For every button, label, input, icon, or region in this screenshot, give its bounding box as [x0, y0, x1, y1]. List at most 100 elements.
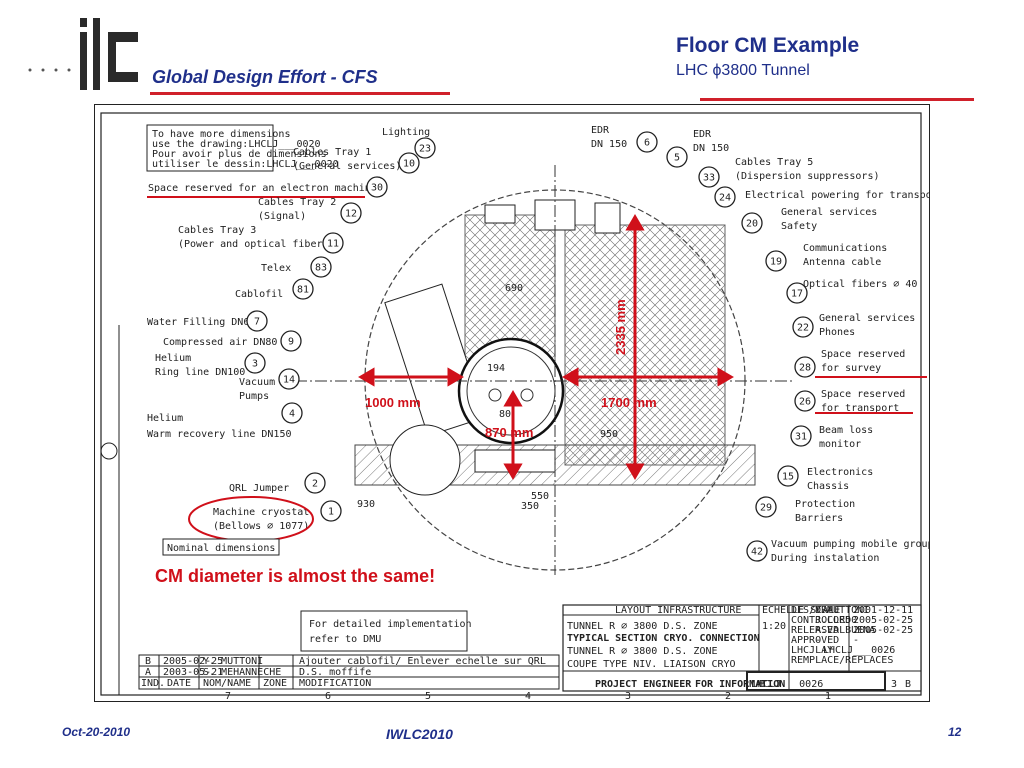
- label-optical-fibers: Optical fibers ∅ 40: [803, 279, 917, 290]
- machine-cryostat: [457, 337, 565, 445]
- reserved-space-right: [564, 224, 726, 466]
- balloon-6: [636, 131, 658, 153]
- balloon-label-11: 11: [327, 239, 339, 250]
- note-line-1: To have more dimensions: [152, 129, 290, 140]
- nominal-box: [162, 538, 280, 556]
- balloon-label-28: 28: [799, 363, 811, 374]
- dim-350: 350: [521, 501, 539, 512]
- highlight-cryostat: [188, 496, 314, 542]
- title-released: PROJECT ENGINEER: [595, 679, 692, 690]
- label-lighting: Lighting: [382, 127, 430, 138]
- title-for-info: FOR INFORMATION: [695, 679, 785, 690]
- balloon-26: [794, 390, 816, 412]
- label-for-survey: for survey: [821, 363, 881, 374]
- label-telex: Telex: [261, 263, 291, 274]
- tb-row-2-name: R.VALBUENA: [815, 625, 875, 636]
- balloon-label-10: 10: [403, 159, 415, 170]
- rev-a-date: 2003-05-21: [163, 667, 223, 678]
- label-protection: Protection: [795, 499, 855, 510]
- label-water-filling: Water Filling DN65: [147, 317, 255, 328]
- note-line-2: use the drawing:LHCLJ___0020: [152, 139, 321, 150]
- balloon-label-81: 81: [297, 285, 309, 296]
- label-signal: (Signal): [258, 211, 306, 222]
- label-cables-tray3: Cables Tray 3: [178, 225, 256, 236]
- label-space-survey: Space reserved: [821, 349, 905, 360]
- title-drawing-no: LHCLJ___0026: [751, 679, 823, 690]
- tb-row-3-date: -: [853, 635, 859, 646]
- label-electrical: Electrical powering for transport: [745, 190, 929, 201]
- tb-row-2-label: RELEASED: [791, 625, 839, 636]
- tb-row-3-name: -: [815, 635, 821, 646]
- label-warm-recovery: Warm recovery line DN150: [147, 429, 292, 440]
- balloon-label-1: 1: [328, 507, 334, 518]
- label-barriers: Barriers: [795, 513, 843, 524]
- label-cables-tray1: Cables Tray 1: [293, 147, 371, 158]
- balloon-label-42: 42: [751, 547, 763, 558]
- footer-page-number: 12: [948, 725, 962, 739]
- balloon-81: [292, 278, 314, 300]
- rev-a-mod: D.S. moffife: [299, 667, 371, 678]
- balloon-label-29: 29: [760, 503, 772, 514]
- label-power-optical: (Power and optical fibers): [178, 239, 335, 250]
- cm-diameter-note: CM diameter is almost the same!: [155, 566, 436, 587]
- balloon-83: [310, 256, 332, 278]
- tb-row-2-date: 2005-02-25: [853, 625, 913, 636]
- balloon-31: [790, 425, 812, 447]
- balloon-label-20: 20: [746, 219, 758, 230]
- label-safety: Safety: [781, 221, 817, 232]
- tb-row-0-label: DES/DRA.: [791, 605, 839, 616]
- balloon-42: [746, 540, 768, 562]
- rev-b-mod: Ajouter cablofil/ Enlever echelle sur QR…: [299, 656, 546, 667]
- subtitle: Global Design Effort - CFS: [152, 67, 378, 87]
- balloon-label-6: 6: [644, 138, 650, 149]
- title-line-2: TYPICAL SECTION CRYO. CONNECTION: [567, 633, 760, 644]
- label-general-services: (General services): [293, 161, 401, 172]
- label-phones: Phones: [819, 327, 855, 338]
- label-compressed-air: Compressed air DN80: [163, 337, 277, 348]
- footer-date: Oct-20-2010: [62, 725, 131, 739]
- title-line-1: TUNNEL R ∅ 3800 D.S. ZONE: [567, 621, 718, 632]
- note-box: [146, 124, 274, 172]
- balloon-label-4: 4: [289, 409, 295, 420]
- balloon-23: [414, 137, 436, 159]
- balloon-label-3: 3: [252, 359, 258, 370]
- label-helium: Helium: [155, 353, 191, 364]
- balloon-17: [786, 282, 808, 304]
- arrowhead-2335-bottom: [625, 463, 645, 480]
- rev-b-name: Y. MUTTONI: [203, 656, 263, 667]
- arrowhead-870-top: [503, 390, 523, 407]
- balloon-12: [340, 202, 362, 224]
- note-line-4: utiliser le dessin:LHCLJ___0020: [152, 159, 339, 170]
- balloon-label-30: 30: [371, 183, 383, 194]
- arrowhead-2335-top: [625, 214, 645, 231]
- dim-950: 950: [600, 429, 618, 440]
- balloon-14: [278, 368, 300, 390]
- balloon-11: [322, 232, 344, 254]
- label-dn150a: DN 150: [591, 139, 627, 150]
- label-antenna: Antenna cable: [803, 257, 881, 268]
- label-communications: Communications: [803, 243, 887, 254]
- balloon-24: [714, 186, 736, 208]
- balloon-label-19: 19: [770, 257, 782, 268]
- title-line-4: COUPE TYPE NIV. LIAISON CRYO: [567, 659, 736, 670]
- header-rule-right: [700, 98, 974, 101]
- tb-row-1-label: CONTROLLED: [791, 615, 851, 626]
- balloon-4: [281, 402, 303, 424]
- balloon-label-31: 31: [795, 432, 807, 443]
- drawing-inner-border: [100, 112, 922, 696]
- label-bellows: (Bellows ∅ 1077): [213, 521, 309, 532]
- arrowhead-1700-right: [717, 367, 734, 387]
- beam-pipe-1: [488, 388, 502, 402]
- label-beam-loss: Beam loss: [819, 425, 873, 436]
- measurement-1000: 1000 mm: [365, 395, 421, 410]
- label-dispersion: (Dispersion suppressors): [735, 171, 880, 182]
- label-electronics: Electronics: [807, 467, 873, 478]
- arrowhead-1000-right: [447, 367, 464, 387]
- rev-a-name: S. MEHANNECHE: [203, 667, 281, 678]
- tb-row-1-name: J.COR50: [815, 615, 857, 626]
- tb-row-3-label: APPROVED: [791, 635, 839, 646]
- grid-number-5: 5: [425, 691, 431, 701]
- dim-194: 194: [487, 363, 505, 374]
- balloon-5: [666, 146, 688, 168]
